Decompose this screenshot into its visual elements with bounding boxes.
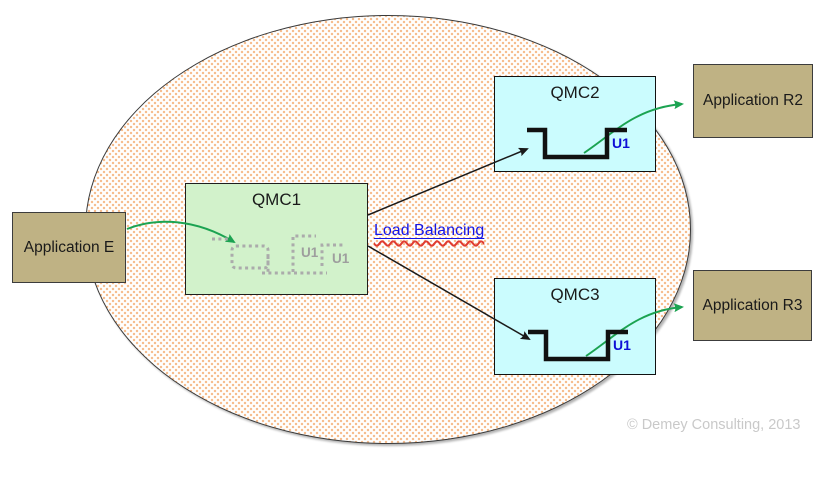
node-qmc2[interactable]: QMC2: [494, 76, 656, 172]
load-balancing-label: Load Balancing: [374, 222, 484, 240]
node-label: Application R3: [702, 296, 803, 314]
node-label: Application R2: [703, 92, 803, 109]
queue-label-u1: U1: [613, 337, 631, 353]
node-title: QMC2: [550, 83, 600, 102]
queue-label-u1-ghost: U1: [332, 251, 350, 266]
node-label: Application E: [23, 238, 115, 256]
node-application-r2[interactable]: Application R2: [693, 64, 813, 138]
node-qmc1[interactable]: QMC1: [185, 183, 368, 295]
node-title: QMC1: [251, 190, 302, 209]
load-balancing-text: Load Balancing: [374, 222, 485, 239]
node-qmc3[interactable]: QMC3: [494, 278, 656, 375]
queue-label-u1: U1: [612, 135, 630, 151]
copyright-text: © Demey Consulting, 2013: [627, 417, 801, 433]
node-application-r3[interactable]: Application R3: [693, 270, 812, 341]
queue-label-u1-ghost: U1: [301, 245, 319, 260]
node-title: QMC3: [550, 285, 600, 304]
node-application-e[interactable]: Application E: [12, 212, 126, 283]
